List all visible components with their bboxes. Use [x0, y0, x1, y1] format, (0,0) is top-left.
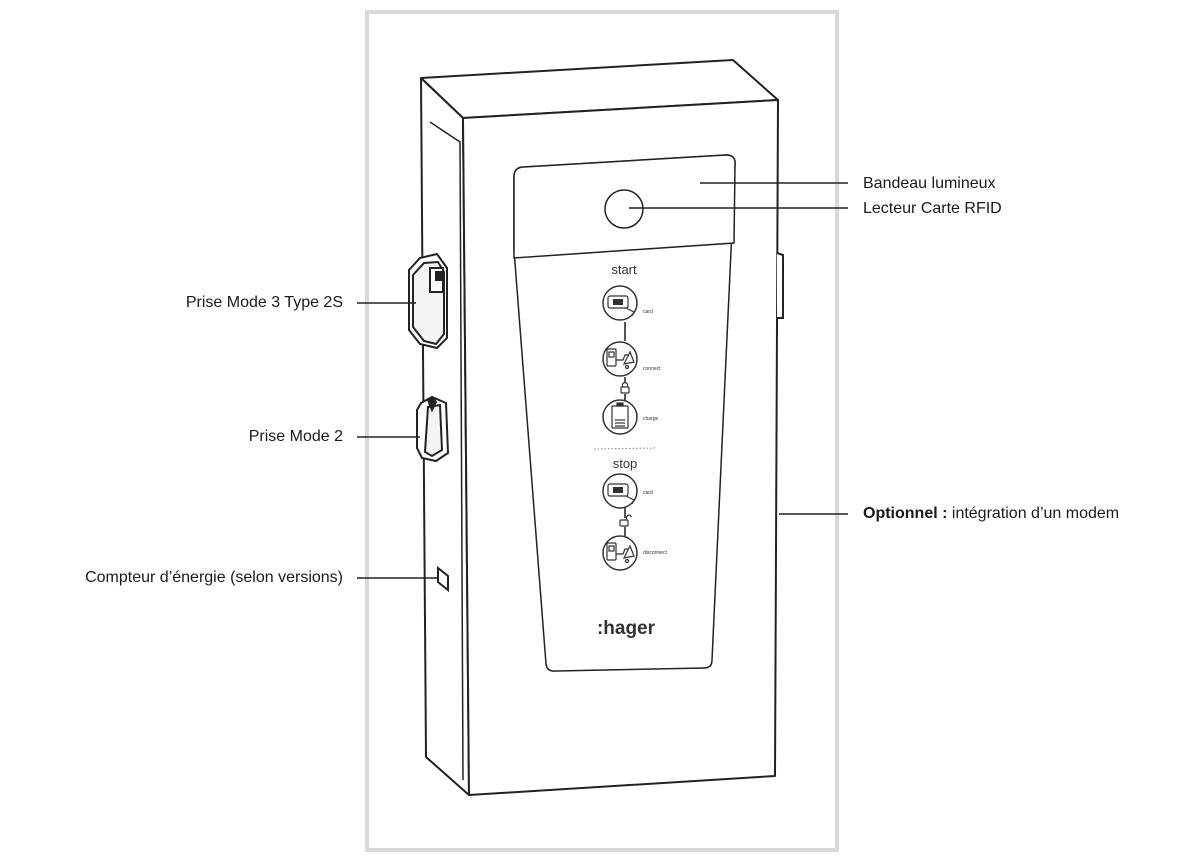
step-card-stop-label: card [643, 490, 653, 496]
step-card-label: card [643, 309, 653, 315]
station-side-edge [429, 121, 464, 781]
step-disconnect: disconnect [602, 535, 668, 571]
leader-lines [357, 182, 848, 579]
step-connect-label: connect [643, 366, 661, 372]
step-charge-label: charge [643, 416, 659, 422]
card-icon [607, 295, 635, 317]
label-optional-text: intégration d’un modem [947, 505, 1120, 522]
image-frame [365, 10, 839, 852]
panel-stop-label: stop [613, 456, 638, 471]
label-energy-meter: Compteur d’énergie (selon versions) [85, 569, 343, 586]
plug-car-icon [606, 348, 635, 370]
label-rfid-reader: Lecteur Carte RFID [863, 200, 1002, 217]
socket-mode2-shape [416, 395, 450, 463]
step-disconnect-label: disconnect [643, 550, 668, 556]
panel-start-label: start [611, 262, 637, 277]
rfid-reader-circle [604, 189, 644, 229]
lock-icon [620, 381, 630, 394]
front-panel: start card conne [513, 154, 736, 672]
step-card-stop: card [602, 473, 653, 509]
plug-car-icon [606, 542, 635, 564]
label-socket-mode3: Prise Mode 3 Type 2S [185, 294, 343, 311]
unlock-icon [619, 514, 633, 527]
brand-logo: :hager [597, 618, 656, 639]
battery-icon [611, 402, 629, 429]
label-socket-mode2: Prise Mode 2 [248, 428, 343, 445]
socket-mode3-shape [408, 252, 448, 350]
step-charge: charge [602, 399, 659, 435]
modem-bump [776, 252, 784, 319]
step-card: card [602, 285, 653, 321]
step-connect: connect [602, 341, 661, 377]
label-optional-bold: Optionnel : [863, 505, 948, 522]
label-light-band: Bandeau lumineux [863, 175, 996, 192]
label-optional-modem: Optionnel : intégration d’un modem [863, 504, 1119, 524]
card-icon [607, 483, 635, 505]
